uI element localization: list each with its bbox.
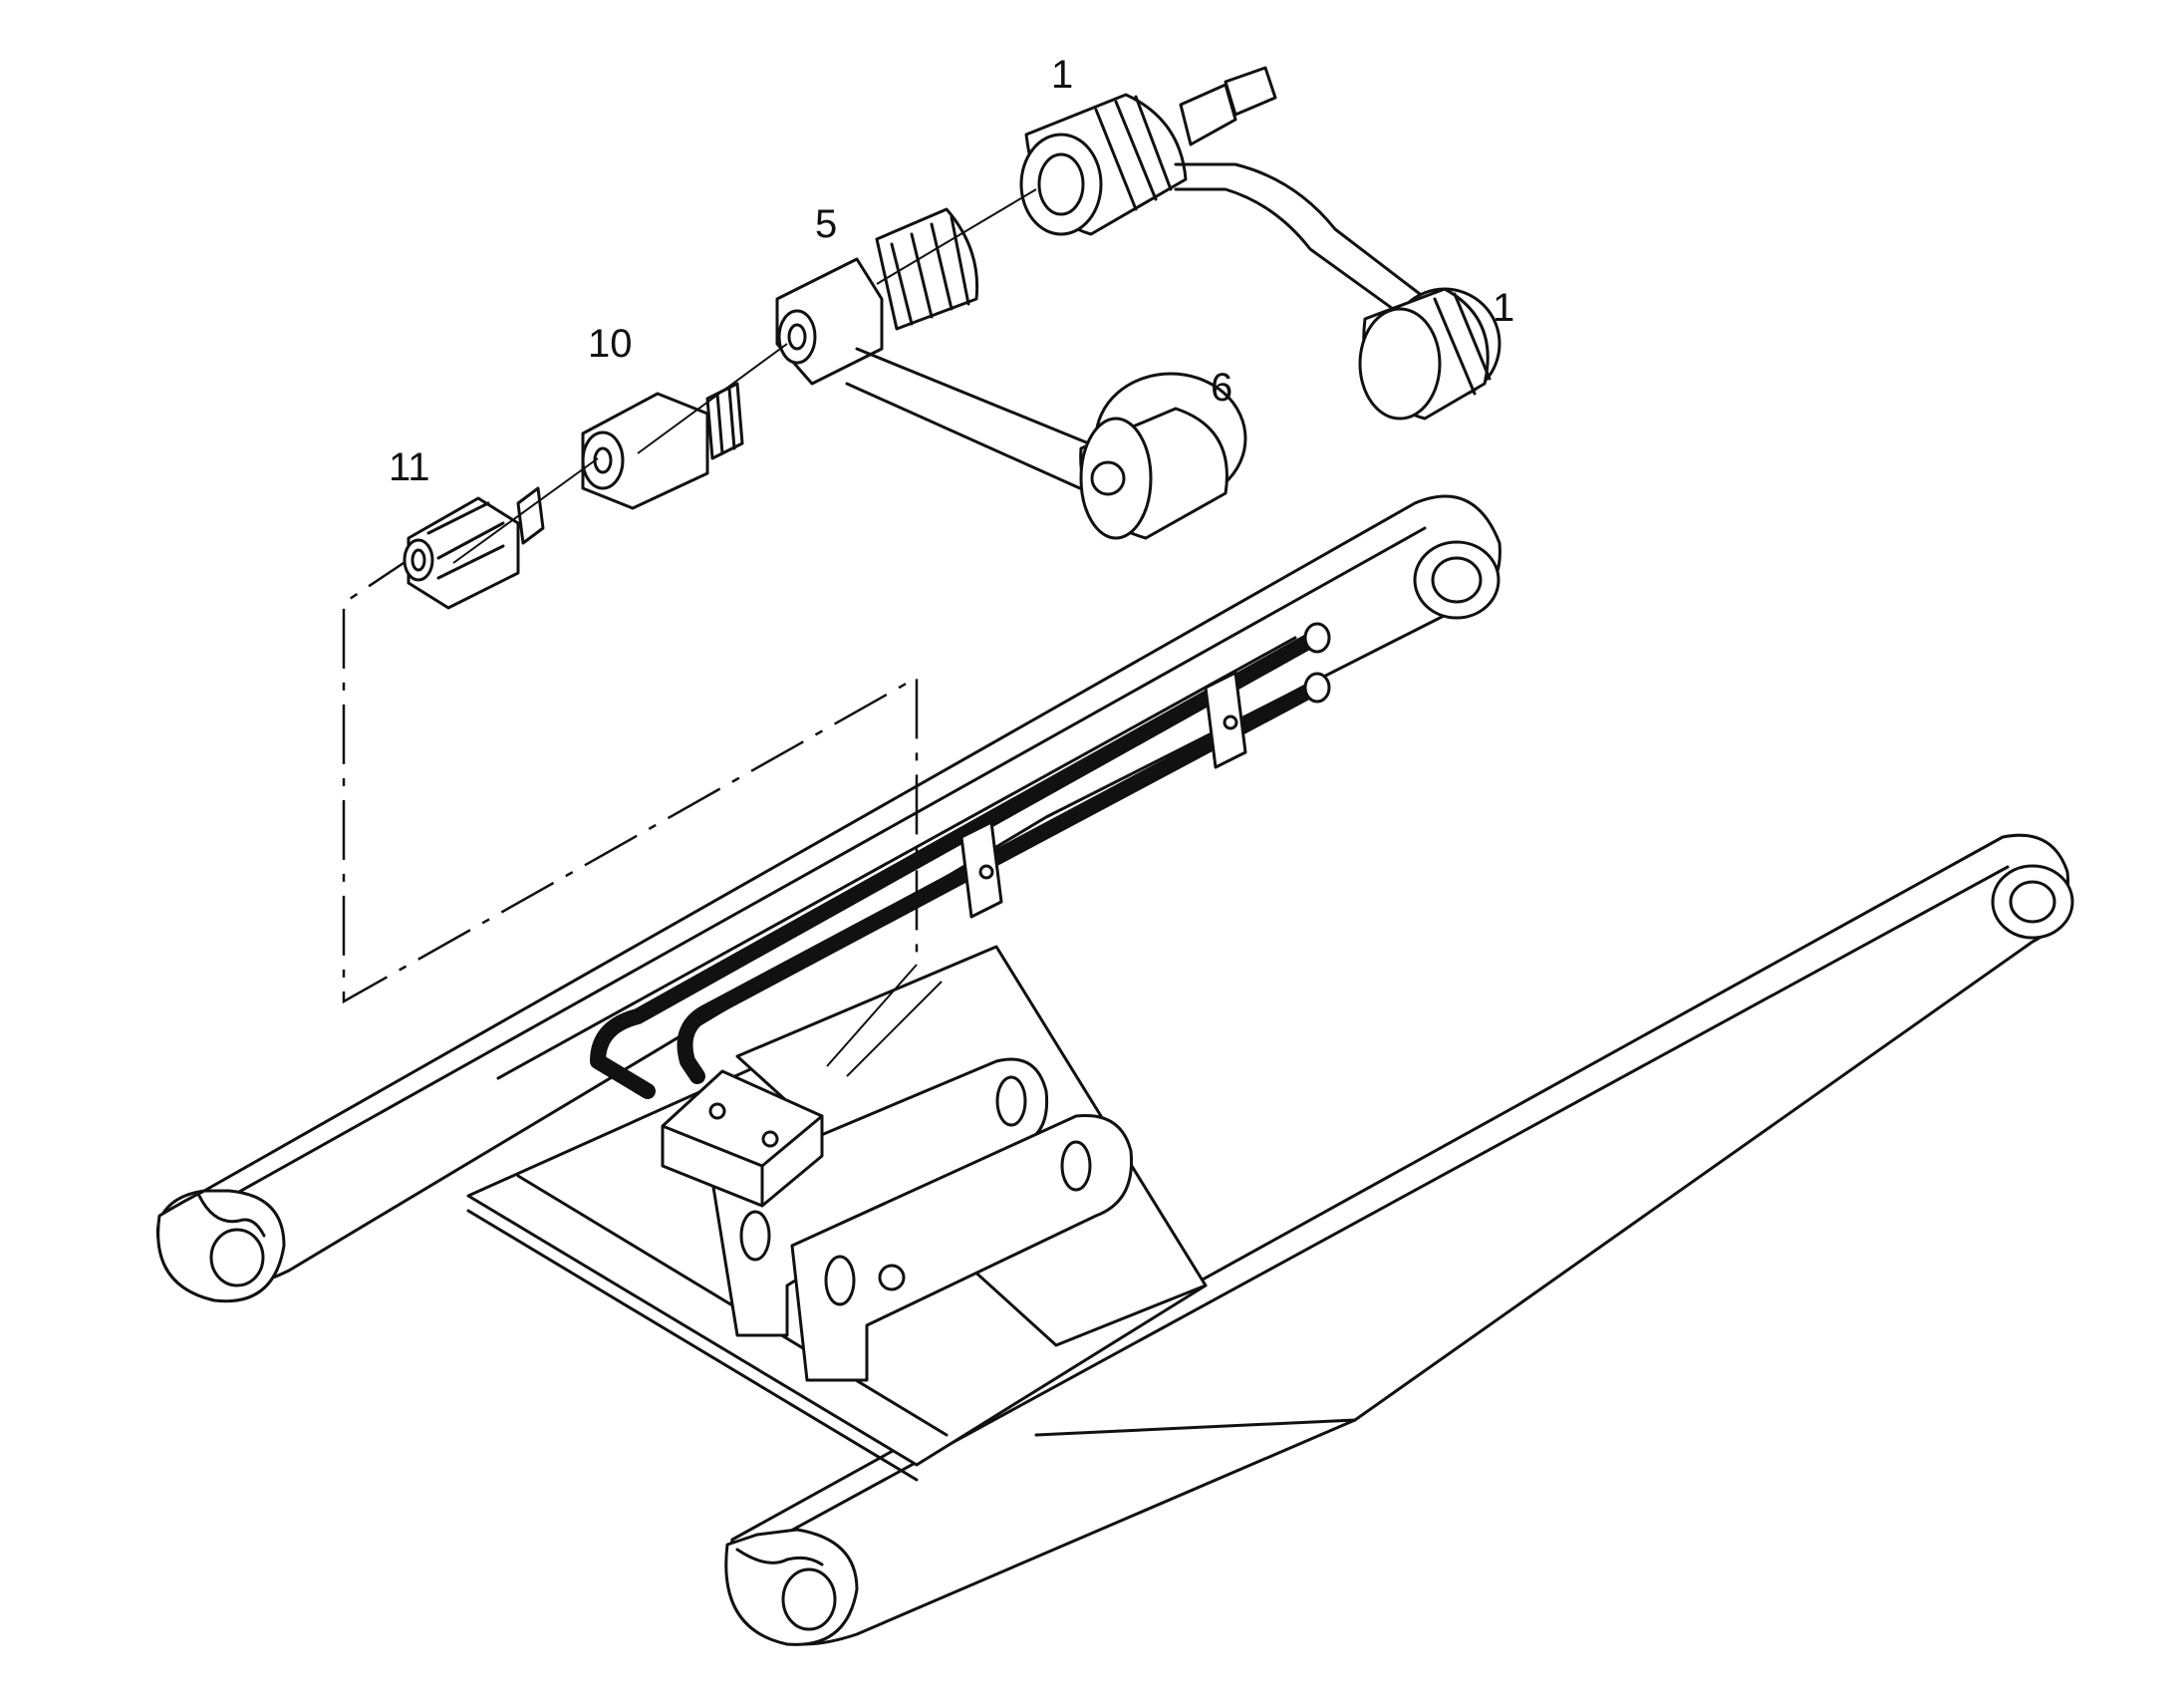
hydraulic-lines xyxy=(590,630,1323,1099)
lower-arm-end-boss-left xyxy=(724,1528,859,1646)
hose-clamp-lower xyxy=(959,820,1003,919)
callout-11: 11 xyxy=(389,445,430,489)
fitting-10-union xyxy=(581,382,744,510)
plug-1-dust-plug xyxy=(1358,287,1502,421)
leader-lines xyxy=(342,551,943,1077)
callout-6: 6 xyxy=(1211,366,1232,410)
hose-clamp-upper xyxy=(1204,671,1247,769)
callout-1-right: 1 xyxy=(1493,286,1514,330)
mounting-bracket-rear xyxy=(790,1113,1134,1382)
callout-5: 5 xyxy=(815,202,837,246)
upper-arm-end-boss-left xyxy=(156,1189,286,1303)
callout-10: 10 xyxy=(588,322,633,366)
fitting-5-coupler-with-tether xyxy=(775,207,1103,495)
cap-6-dust-cap xyxy=(1079,372,1247,540)
upper-arm-end-boss-right xyxy=(1413,540,1501,620)
distribution-block xyxy=(661,1069,824,1208)
hose-end-fittings xyxy=(1303,622,1331,704)
lower-arm-end-boss-right xyxy=(1991,864,2074,940)
mating-centerline xyxy=(452,188,1037,564)
fitting-1-coupler-with-tether xyxy=(1019,66,1422,316)
callout-1-top: 1 xyxy=(1051,53,1073,97)
